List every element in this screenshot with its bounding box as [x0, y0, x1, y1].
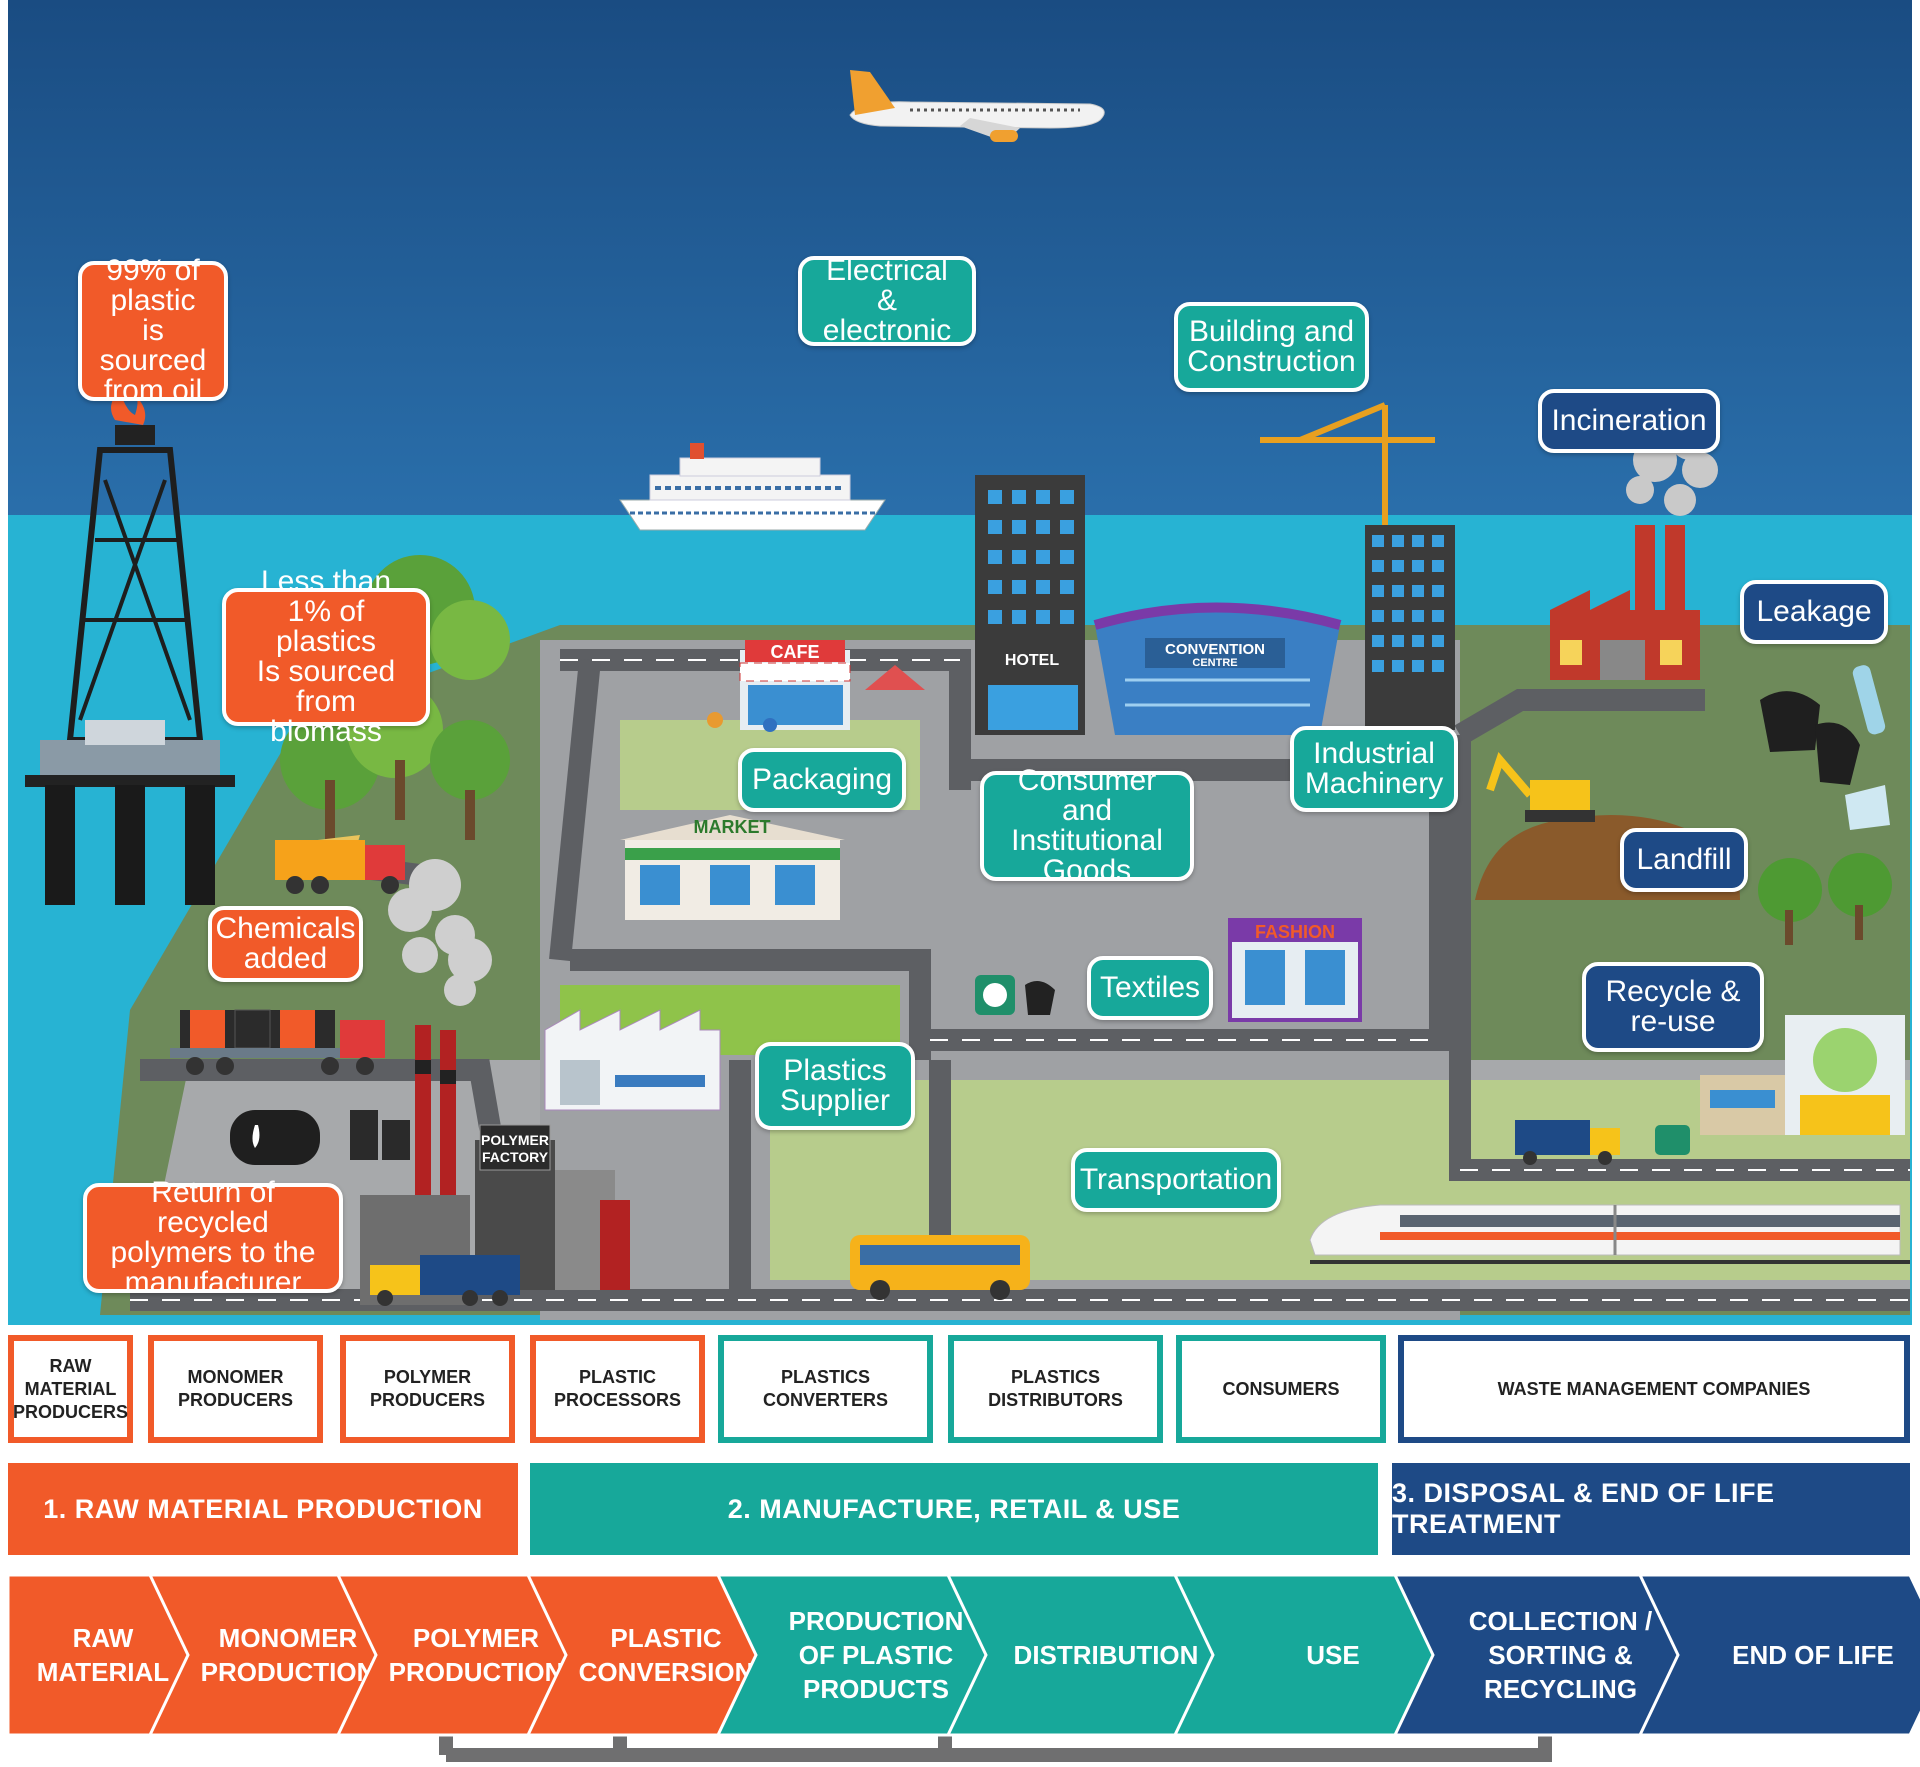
callout-landfill: Landfill: [1620, 828, 1748, 892]
callout-textiles: Textiles: [1087, 956, 1213, 1020]
actor-consumers: CONSUMERS: [1176, 1335, 1386, 1443]
step-label-8-0: END OF LIFE: [1732, 1640, 1894, 1670]
callout-chemicals: Chemicals added: [208, 906, 363, 982]
callout-oil: 99% of plastic is sourced from oil: [78, 256, 228, 406]
bus: [850, 1235, 1030, 1300]
step-chevron-8: [1637, 1573, 1920, 1737]
step-label-2-1: PRODUCTION: [389, 1657, 564, 1687]
cafe: CAFE: [707, 640, 925, 732]
actor-monomer-producers: MONOMER PRODUCERS: [148, 1335, 323, 1443]
leakage-debris: [1760, 665, 1890, 830]
processing-factory: [544, 1009, 721, 1111]
step-label-4-2: PRODUCTS: [803, 1674, 949, 1704]
polymer-factory-sign-1: POLYMER: [481, 1132, 549, 1148]
value-chain-steps: RAW MATERIAL MONOMER PRODUCTION POLYMER PRODU…: [6, 1573, 1920, 1762]
step-label-4-1: OF PLASTIC: [799, 1640, 954, 1670]
callout-leakage: Leakage: [1740, 580, 1888, 644]
step-label-7-0: COLLECTION /: [1469, 1606, 1652, 1636]
chemical-truck: [170, 1009, 385, 1075]
market: MARKET: [620, 815, 845, 920]
incinerator: [1550, 420, 1718, 680]
callout-transportation: Transportation: [1071, 1148, 1281, 1212]
callout-electrical: Electrical & electronic: [798, 256, 976, 346]
step-label-7-2: RECYCLING: [1484, 1674, 1637, 1704]
actor-raw-material-producers: RAW MATERIAL PRODUCERS: [8, 1335, 133, 1443]
callout-recycle: Recycle & re-use: [1582, 962, 1764, 1052]
step-label-6-0: USE: [1306, 1640, 1359, 1670]
storage-tank: [230, 1110, 410, 1165]
oil-rig: [25, 390, 235, 905]
factory-smoke: [388, 859, 492, 1006]
callout-return-recycled: Return of recycled polymers to the manuf…: [83, 1178, 343, 1298]
callout-plastics-supplier: Plastics Supplier: [755, 1042, 915, 1130]
step-label-7-1: SORTING &: [1488, 1640, 1632, 1670]
callout-building: Building and Construction: [1174, 302, 1369, 392]
actor-waste-management: WASTE MANAGEMENT COMPANIES: [1398, 1335, 1910, 1443]
chimneys: [415, 1025, 456, 1205]
step-label-1-0: MONOMER: [219, 1623, 358, 1653]
dump-truck: [275, 835, 405, 894]
callout-industrial: Industrial Machinery: [1290, 726, 1458, 812]
market-sign: MARKET: [694, 817, 771, 837]
recycling-plant: [1515, 1015, 1905, 1165]
step-label-5-0: DISTRIBUTION: [1014, 1640, 1199, 1670]
step-label-4-0: PRODUCTION: [789, 1606, 964, 1636]
step-label-0-0: RAW: [73, 1623, 134, 1653]
step-label-2-0: POLYMER: [413, 1623, 539, 1653]
actor-plastics-distributors: PLASTICS DISTRIBUTORS: [948, 1335, 1163, 1443]
fashion-store: FASHION: [1228, 918, 1362, 1022]
phase-manufacture-retail-use: 2. MANUFACTURE, RETAIL & USE: [530, 1463, 1378, 1555]
step-label-3-1: CONVERSION: [579, 1657, 754, 1687]
polymer-factory-sign-2: FACTORY: [482, 1149, 549, 1165]
phase-raw-material-production: 1. RAW MATERIAL PRODUCTION: [8, 1463, 518, 1555]
convention-sign-1: CONVENTION: [1165, 641, 1265, 658]
actor-polymer-producers: POLYMER PRODUCERS: [340, 1335, 515, 1443]
callout-packaging: Packaging: [738, 748, 906, 812]
crane-tower: [1260, 402, 1455, 730]
callout-incineration: Incineration: [1538, 389, 1720, 453]
airplane: [849, 70, 1105, 142]
callout-consumer-goods: Consumer and Institutional Goods: [980, 766, 1194, 886]
cafe-sign: CAFE: [771, 642, 820, 662]
step-label-0-1: MATERIAL: [37, 1657, 170, 1687]
step-label-3-0: PLASTIC: [610, 1623, 721, 1653]
hotel: HOTEL: [975, 475, 1085, 735]
actor-plastics-converters: PLASTICS CONVERTERS: [718, 1335, 933, 1443]
cruise-ship: [619, 443, 886, 531]
phase-disposal-end-of-life: 3. DISPOSAL & END OF LIFE TREATMENT: [1392, 1463, 1910, 1555]
train: [1309, 1204, 1910, 1264]
waste-bins: [975, 975, 1690, 1155]
fashion-sign: FASHION: [1255, 922, 1335, 942]
convention-centre: CONVENTION CENTRE: [1093, 602, 1342, 735]
callout-biomass: Less than 1% of plastics Is sourced from…: [222, 567, 430, 747]
step-label-1-1: PRODUCTION: [201, 1657, 376, 1687]
actor-plastic-processors: PLASTIC PROCESSORS: [530, 1335, 705, 1443]
convention-sign-2: CENTRE: [1192, 657, 1237, 669]
hotel-sign: HOTEL: [1005, 652, 1059, 669]
recycling-truck-factory: [370, 1255, 520, 1306]
